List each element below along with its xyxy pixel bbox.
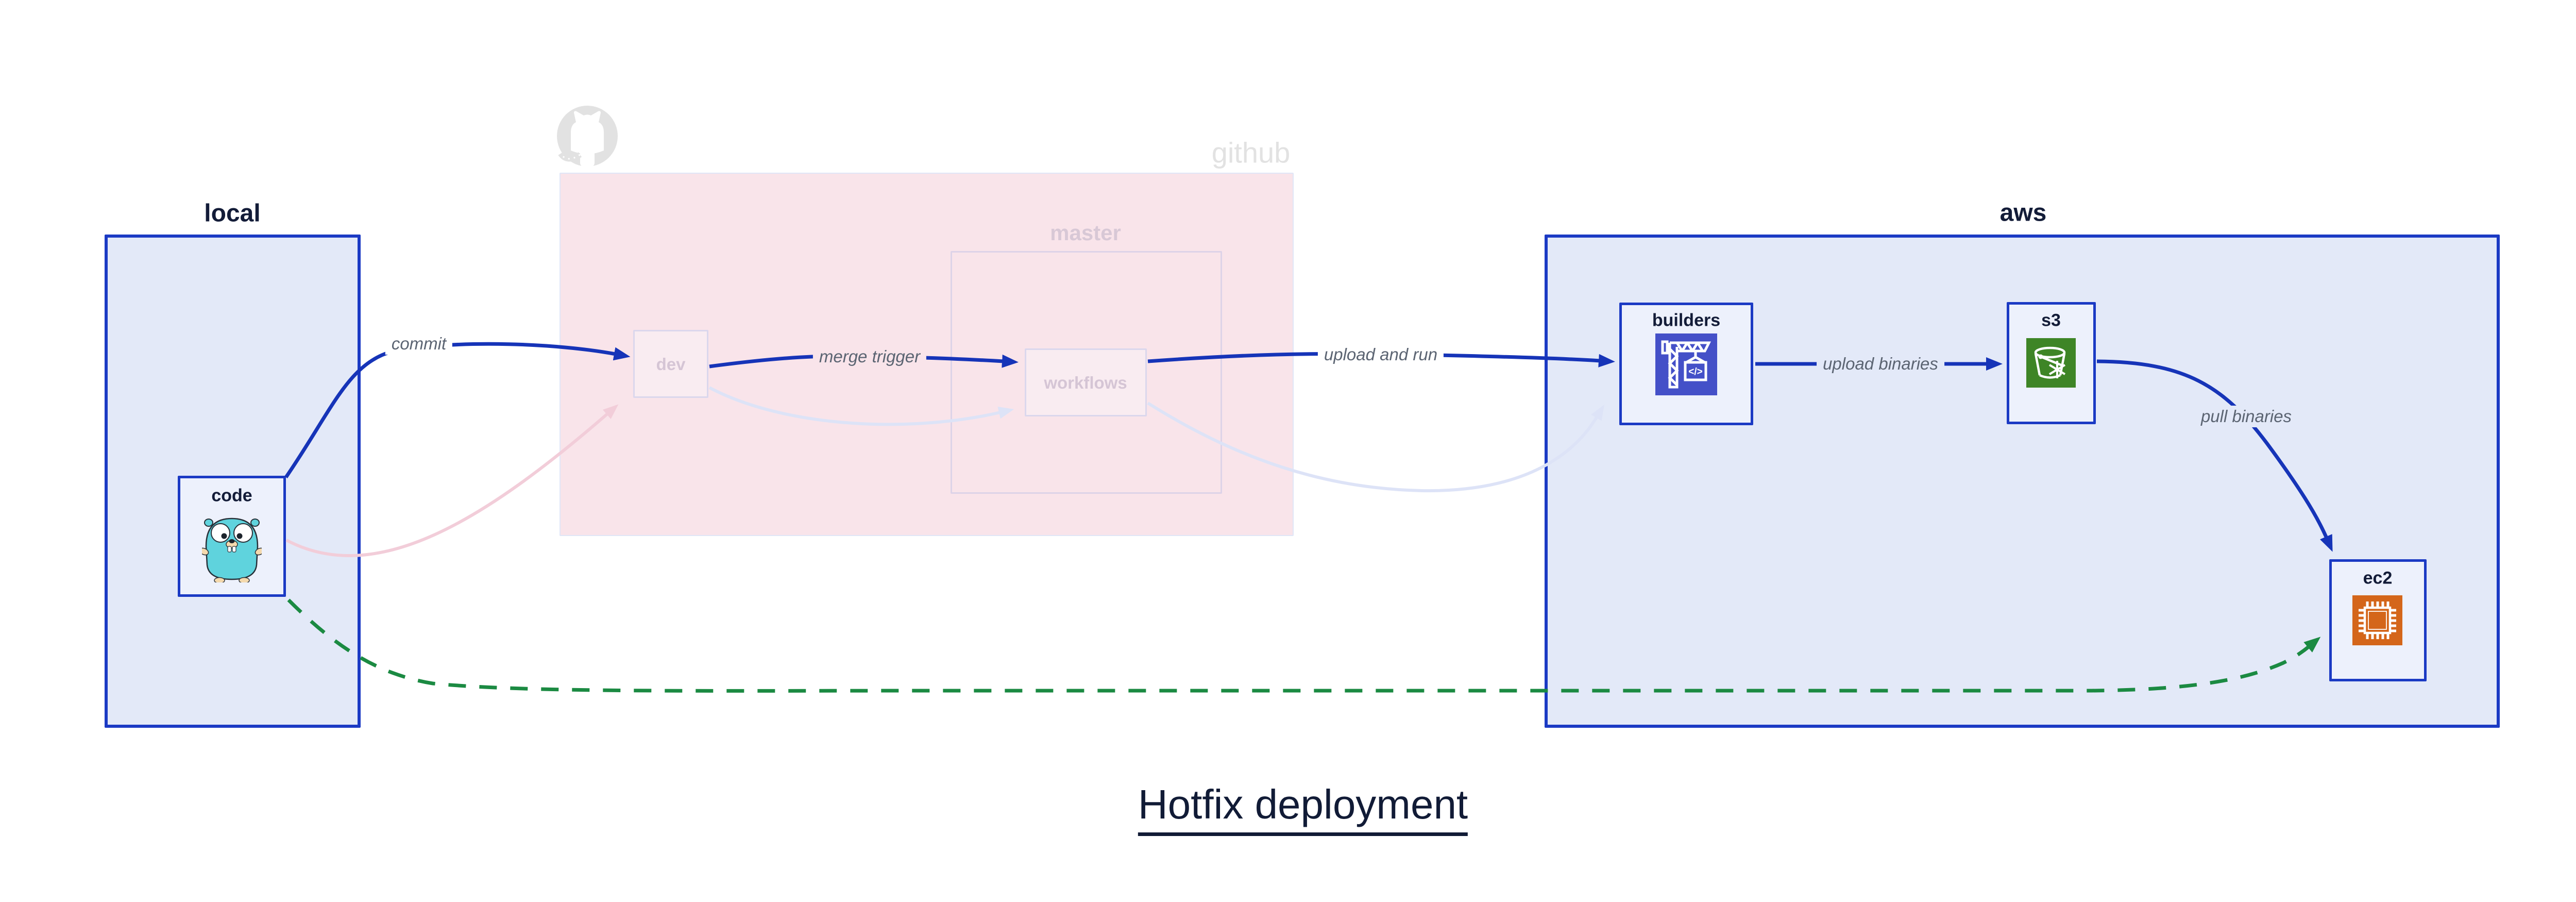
edge-label-upload-and-run: upload and run [1317, 344, 1444, 365]
github-octocat-icon [557, 106, 618, 167]
page-title: Hotfix deployment [1138, 781, 1468, 836]
workflows-node-label: workflows [1044, 373, 1127, 392]
edge-label-pull-binaries: pull binaries [2194, 406, 2298, 427]
github-container-label: github [1211, 136, 1291, 169]
ec2-node-label: ec2 [2363, 568, 2393, 588]
dev-node-label: dev [656, 355, 686, 374]
gopher-icon [202, 517, 262, 582]
edge-label-merge-trigger: merge trigger [812, 346, 927, 368]
master-subgraph [951, 251, 1222, 494]
ec2-node [2329, 559, 2427, 681]
dev-node [633, 330, 708, 398]
s3-bucket-icon [2026, 338, 2076, 388]
s3-node-label: s3 [2041, 310, 2061, 330]
codebuild-icon-text: </> [1688, 366, 1702, 377]
codebuild-crane-icon: </> [1655, 333, 1717, 395]
master-subgraph-label: master [1050, 221, 1121, 245]
local-container-label: local [204, 199, 261, 227]
workflows-node [1025, 348, 1147, 416]
aws-container-label: aws [1999, 199, 2047, 227]
code-node-label: code [211, 486, 252, 506]
edge-label-commit: commit [385, 333, 453, 355]
builders-node-label: builders [1652, 310, 1721, 330]
ec2-chip-icon [2352, 595, 2402, 645]
edge-label-upload-binaries: upload binaries [1817, 353, 1944, 375]
